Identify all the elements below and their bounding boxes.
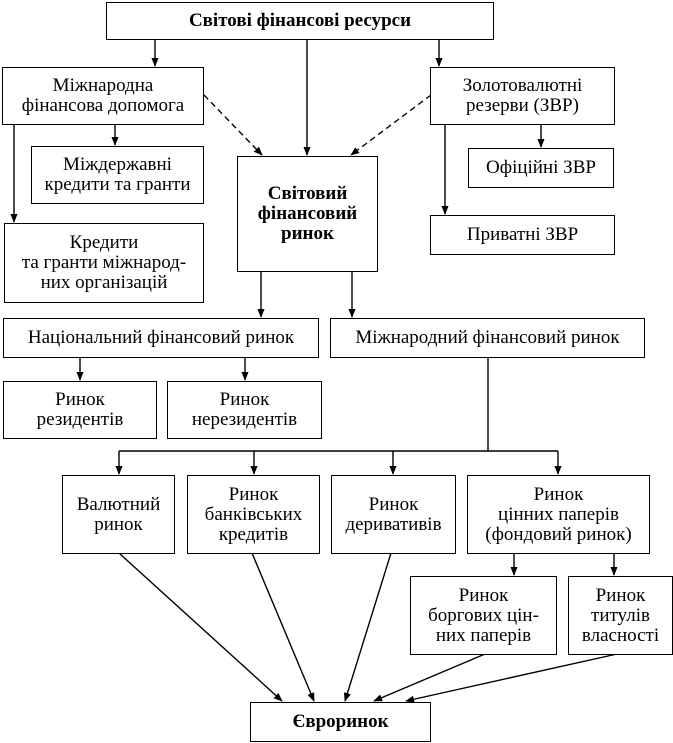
node-label: Кредити та гранти міжнарод- них організа…	[21, 232, 187, 293]
node-label: Приватні ЗВР	[466, 224, 579, 245]
node-private-reserves: Приватні ЗВР	[430, 215, 615, 255]
node-label: Міждержавні кредити та гранти	[44, 154, 191, 195]
arrow-titles-to-euromarket	[405, 653, 618, 703]
node-ownership-titles-market: Ринок титулів власності	[568, 576, 673, 655]
node-world-financial-resources: Світові фінансові ресурси	[106, 2, 494, 40]
node-label: Ринок резидентів	[36, 389, 124, 430]
node-label: Світовий фінансовий ринок	[257, 183, 358, 244]
node-securities-market: Ринок цінних паперів (фондовий ринок)	[467, 475, 650, 554]
arrow-debt-to-euromarket	[373, 653, 486, 702]
node-label: Ринок банківських кредитів	[204, 483, 303, 545]
node-international-financial-market: Міжнародний фінансовий ринок	[330, 318, 645, 358]
dashed-aid-to-market	[203, 94, 263, 156]
arrow-bank-to-euromarket	[251, 552, 315, 702]
node-debt-securities-market: Ринок боргових цін- них паперів	[410, 576, 557, 655]
node-label: Міжнародний фінансовий ринок	[355, 327, 620, 348]
node-label: Ринок титулів власності	[581, 584, 660, 646]
arrow-derivatives-to-euromarket	[343, 552, 392, 702]
node-label: Ринок боргових цін- них паперів	[428, 584, 539, 646]
node-label: Золотовалютні резерви (ЗВР)	[462, 75, 583, 116]
node-world-financial-market: Світовий фінансовий ринок	[237, 156, 378, 272]
node-gold-currency-reserves: Золотовалютні резерви (ЗВР)	[430, 67, 615, 125]
node-national-financial-market: Національний фінансовий ринок	[3, 318, 319, 358]
node-label: Ринок нерезидентів	[191, 389, 298, 430]
node-label: Ринок цінних паперів (фондовий ринок)	[485, 483, 632, 545]
node-residents-market: Ринок резидентів	[3, 381, 157, 439]
node-intl-org-credits: Кредити та гранти міжнарод- них організа…	[4, 223, 204, 303]
node-euromarket: Єврор­инок	[250, 702, 431, 742]
node-label: Офіційні ЗВР	[486, 157, 596, 178]
node-international-financial-aid: Міжнародна фінансова допомога	[2, 67, 204, 125]
node-label: Єврор­инок	[292, 711, 389, 732]
node-currency-market: Валютний ринок	[62, 475, 175, 554]
node-label: Валютний ринок	[76, 493, 161, 535]
node-label: Світові фінансові ресурси	[188, 10, 412, 31]
arrow-currency-to-euromarket	[118, 552, 283, 702]
node-interstate-credits: Міждержавні кредити та гранти	[31, 146, 204, 204]
node-label: Міжнародна фінансова допомога	[21, 75, 185, 116]
dashed-reserves-to-market	[350, 94, 432, 156]
node-bank-credit-market: Ринок банківських кредитів	[187, 475, 320, 554]
node-derivatives-market: Ринок деривативів	[331, 475, 456, 554]
node-label: Ринок деривативів	[345, 493, 442, 535]
node-label: Національний фінансовий ринок	[27, 327, 295, 348]
node-nonresidents-market: Ринок нерезидентів	[167, 381, 322, 439]
node-official-reserves: Офіційні ЗВР	[468, 148, 614, 188]
